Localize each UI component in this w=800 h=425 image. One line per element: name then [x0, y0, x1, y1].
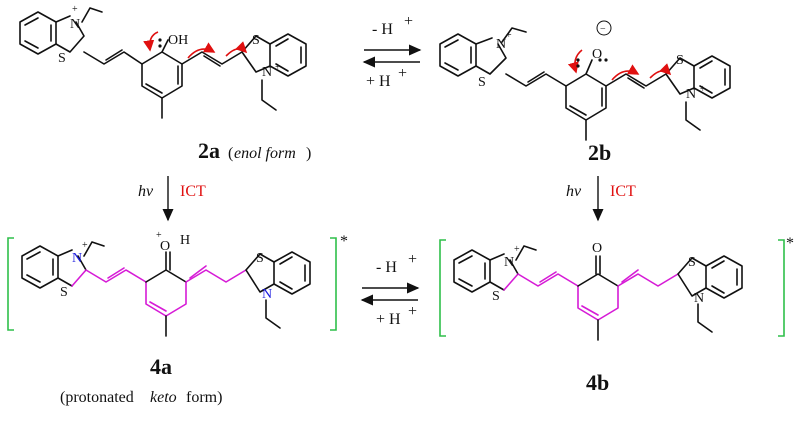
compound-2b: N + S O − S N +: [439, 20, 731, 141]
charge-plus: +: [514, 244, 520, 255]
atom-s: S: [492, 289, 500, 304]
equilibrium-bottom: - H + + H +: [360, 251, 420, 328]
atom-n: N: [72, 251, 82, 266]
compound-2a-label: 2a: [198, 138, 220, 163]
compound-2a: N + S OH S N +: [19, 4, 307, 119]
atom-n: N: [686, 87, 696, 102]
compound-4a: * N + S O + H S N: [7, 230, 348, 337]
atom-n: N: [496, 37, 506, 52]
atom-s: S: [58, 51, 66, 66]
svg-text:(: (: [228, 145, 233, 162]
atom-s: S: [676, 53, 684, 68]
svg-text:): ): [306, 145, 311, 162]
atom-n: N: [694, 291, 704, 306]
atom-s: S: [252, 33, 260, 48]
charge-plus: +: [700, 84, 706, 95]
protonation-label: + H: [366, 73, 391, 90]
atom-n: N: [70, 17, 80, 32]
compound-2a-note: enol form: [234, 145, 296, 162]
excited-state-star: *: [340, 233, 348, 250]
charge-minus: −: [600, 24, 606, 35]
charge-plus: +: [82, 240, 88, 251]
charge-plus: +: [156, 230, 162, 241]
photoexcitation-right: hv ICT: [566, 176, 636, 222]
compound-2b-label: 2b: [588, 140, 611, 165]
compound-4a-note-keto: keto: [150, 389, 177, 406]
atom-o: O: [592, 241, 602, 256]
atom-h: H: [180, 233, 190, 248]
ict-label: ICT: [180, 183, 206, 200]
proton-charge: +: [408, 303, 417, 320]
hv-label: hv: [566, 183, 582, 200]
compound-4a-note-suffix: form): [186, 389, 222, 406]
charge-plus: +: [72, 4, 78, 15]
atom-o: O: [592, 47, 602, 62]
atom-n: N: [262, 287, 272, 302]
proton-charge: +: [408, 251, 417, 268]
charge-plus: +: [506, 30, 512, 41]
equilibrium-top: - H + + H +: [362, 13, 422, 90]
atom-oh: OH: [168, 33, 188, 48]
ict-label: ICT: [610, 183, 636, 200]
photoexcitation-left: hv ICT: [138, 176, 206, 222]
atom-n: N: [262, 65, 272, 80]
atom-s: S: [688, 255, 696, 270]
deprotonation-label: - H: [372, 21, 393, 38]
atom-n: N: [504, 255, 514, 270]
atom-s: S: [256, 251, 264, 266]
excited-state-star: *: [786, 235, 794, 252]
atom-s: S: [60, 285, 68, 300]
atom-s: S: [478, 75, 486, 90]
compound-4b-label: 4b: [586, 370, 609, 395]
deprotonation-label: - H: [376, 259, 397, 276]
hv-label: hv: [138, 183, 154, 200]
compound-4a-label: 4a: [150, 354, 172, 379]
atom-o: O: [160, 239, 170, 254]
charge-plus: +: [275, 62, 281, 73]
compound-4b: * N + S O S N: [439, 235, 794, 341]
protonation-label: + H: [376, 311, 401, 328]
compound-4a-note-prefix: (protonated: [60, 389, 134, 406]
proton-charge: +: [404, 13, 413, 30]
proton-charge: +: [398, 65, 407, 82]
